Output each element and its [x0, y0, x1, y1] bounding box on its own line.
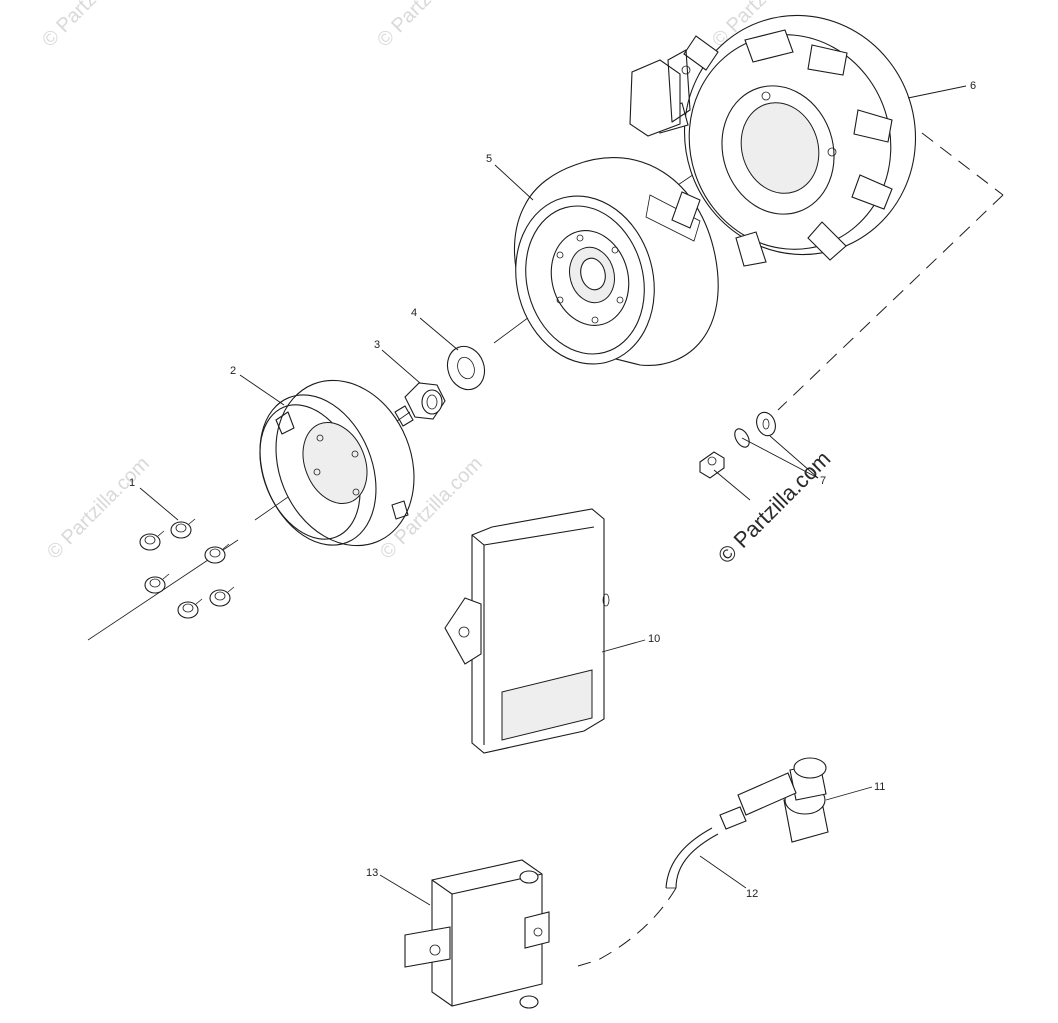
- part-11-plug-cap: [719, 757, 829, 843]
- part-10-cdi-box: [444, 508, 610, 754]
- part-4-washer: [446, 345, 486, 391]
- callout-11: 11: [874, 781, 885, 793]
- callout-7: 7: [820, 475, 826, 487]
- part-3-nut: [404, 382, 446, 420]
- part-6-stator: [629, 14, 917, 267]
- part-13-ignition-coil: [404, 859, 550, 1009]
- callout-3: 3: [374, 339, 380, 351]
- callout-2: 2: [230, 365, 236, 377]
- part-5-flywheel: [513, 157, 719, 366]
- callout-12: 12: [746, 888, 758, 900]
- callout-5: 5: [486, 153, 492, 165]
- part-12-wire: [665, 827, 719, 889]
- watermark-faint: © Partzilla.com: [43, 453, 154, 564]
- callout-13: 13: [366, 867, 378, 879]
- watermark-faint: © Partzilla.com: [38, 0, 149, 52]
- watermark-faint: © Partzilla.com: [373, 0, 484, 52]
- callout-10: 10: [648, 633, 660, 645]
- part-7-hardware: [699, 411, 776, 479]
- callout-6: 6: [970, 80, 976, 92]
- watermark-main: © Partzilla.com: [713, 446, 836, 569]
- callout-labels: 1 2 3 4 5 6 7 10 11 12 13: [129, 80, 976, 900]
- part-2-starter-cup: [259, 379, 415, 547]
- part-1-bolts: [139, 518, 235, 619]
- leader-lines: [139, 85, 967, 906]
- callout-1: 1: [129, 477, 135, 489]
- callout-4: 4: [411, 307, 417, 319]
